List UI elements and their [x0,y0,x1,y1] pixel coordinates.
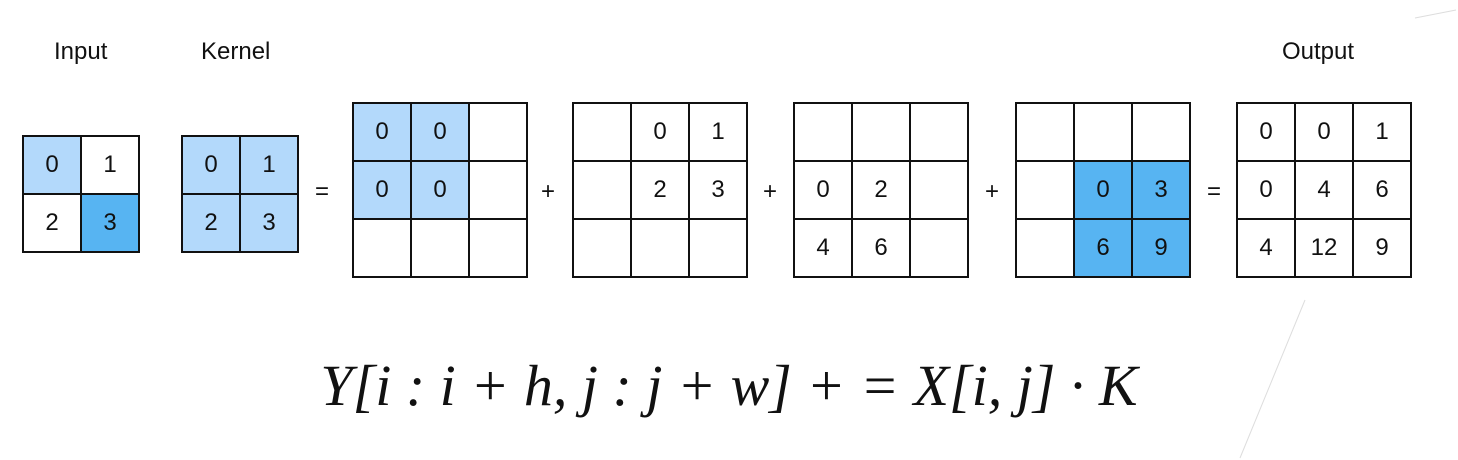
grid-cell: 2 [24,195,80,251]
grid-cell: 2 [183,195,239,251]
grid-cell [574,104,630,160]
grid-cell: 1 [82,137,138,193]
equals-operator: = [315,178,330,205]
output-label: Output [1282,38,1355,65]
decorative-line-top [1414,9,1457,19]
kernel-label: Kernel [201,38,271,65]
grid-cell: 1 [1354,104,1410,160]
plus-operator-3: + [985,178,1000,205]
grid-cell: 0 [1238,162,1294,218]
input-label: Input [54,38,108,65]
equals-operator-2: = [1207,178,1222,205]
grid-cell [853,104,909,160]
grid-cell: 0 [1238,104,1294,160]
plus-operator-2: + [763,178,778,205]
grid-cell: 6 [1075,220,1131,276]
grid-cell: 12 [1296,220,1352,276]
grid-cell [690,220,746,276]
grid-cell: 0 [1296,104,1352,160]
decorative-line-bottom [1239,299,1306,459]
grid-cell: 9 [1133,220,1189,276]
grid-cell: 1 [241,137,297,193]
grid-cell: 9 [1354,220,1410,276]
grid-cell: 0 [354,104,410,160]
grid-cell [574,162,630,218]
grid-cell: 3 [690,162,746,218]
plus-operator-1: + [541,178,556,205]
grid-cell [911,162,967,218]
grid-cell: 0 [1075,162,1131,218]
grid-cell: 0 [412,162,468,218]
grid-cell: 0 [795,162,851,218]
grid-cell [1017,162,1073,218]
grid-cell: 6 [853,220,909,276]
grid-cell [911,104,967,160]
grid-cell [632,220,688,276]
grid-cell: 2 [632,162,688,218]
grid-cell [470,104,526,160]
grid-cell [470,220,526,276]
grid-cell: 4 [1238,220,1294,276]
grid-cell: 2 [853,162,909,218]
grid-cell [795,104,851,160]
grid-cell [1017,220,1073,276]
grid-cell [412,220,468,276]
grid-cell [1017,104,1073,160]
grid-cell: 4 [1296,162,1352,218]
grid-cell: 0 [412,104,468,160]
grid-cell: 1 [690,104,746,160]
grid-cell [1075,104,1131,160]
grid-cell [354,220,410,276]
grid-cell: 3 [241,195,297,251]
grid-cell: 6 [1354,162,1410,218]
grid-cell [911,220,967,276]
grid-cell [470,162,526,218]
grid-cell: 0 [632,104,688,160]
grid-cell: 0 [183,137,239,193]
grid-cell [1133,104,1189,160]
grid-cell [574,220,630,276]
formula-equation: Y[i : i + h, j : j + w] + = X[i, j] · K [320,353,1138,418]
grid-cell: 0 [24,137,80,193]
grid-cell: 0 [354,162,410,218]
grid-cell: 3 [1133,162,1189,218]
grid-cell: 4 [795,220,851,276]
grid-cell: 3 [82,195,138,251]
